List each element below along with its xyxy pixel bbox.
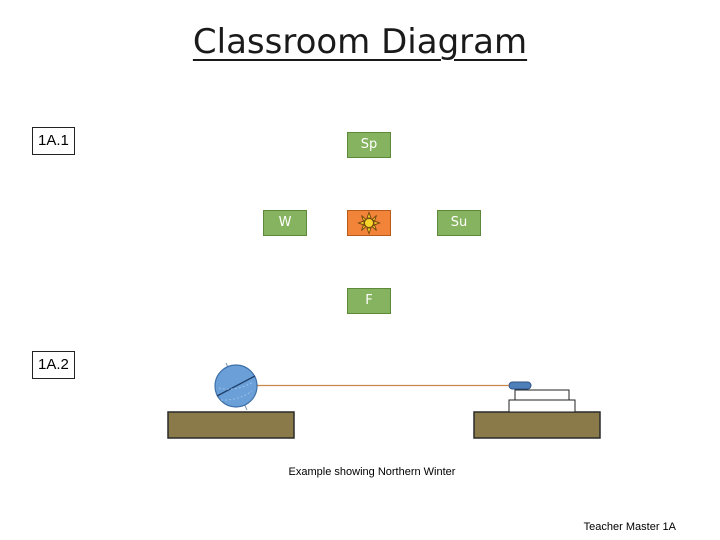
section-label-1a1: 1A.1 (32, 127, 75, 155)
season-box-spring: Sp (347, 132, 391, 158)
sun-box (347, 210, 391, 236)
page-title: Classroom Diagram (0, 22, 720, 62)
flashlight-icon (508, 381, 532, 390)
season-box-winter: W (263, 210, 307, 236)
sun-icon (357, 211, 381, 235)
season-box-summer: Su (437, 210, 481, 236)
season-box-fall: F (347, 288, 391, 314)
book-top (514, 389, 570, 401)
right-table (473, 411, 601, 439)
left-table (167, 411, 295, 439)
footer-label: Teacher Master 1A (583, 521, 676, 533)
globe-icon (214, 362, 258, 411)
book-bottom (508, 399, 576, 413)
section-label-1a2: 1A.2 (32, 351, 75, 379)
page-title-text: Classroom Diagram (192, 22, 528, 62)
diagram-caption: Example showing Northern Winter (288, 466, 456, 478)
